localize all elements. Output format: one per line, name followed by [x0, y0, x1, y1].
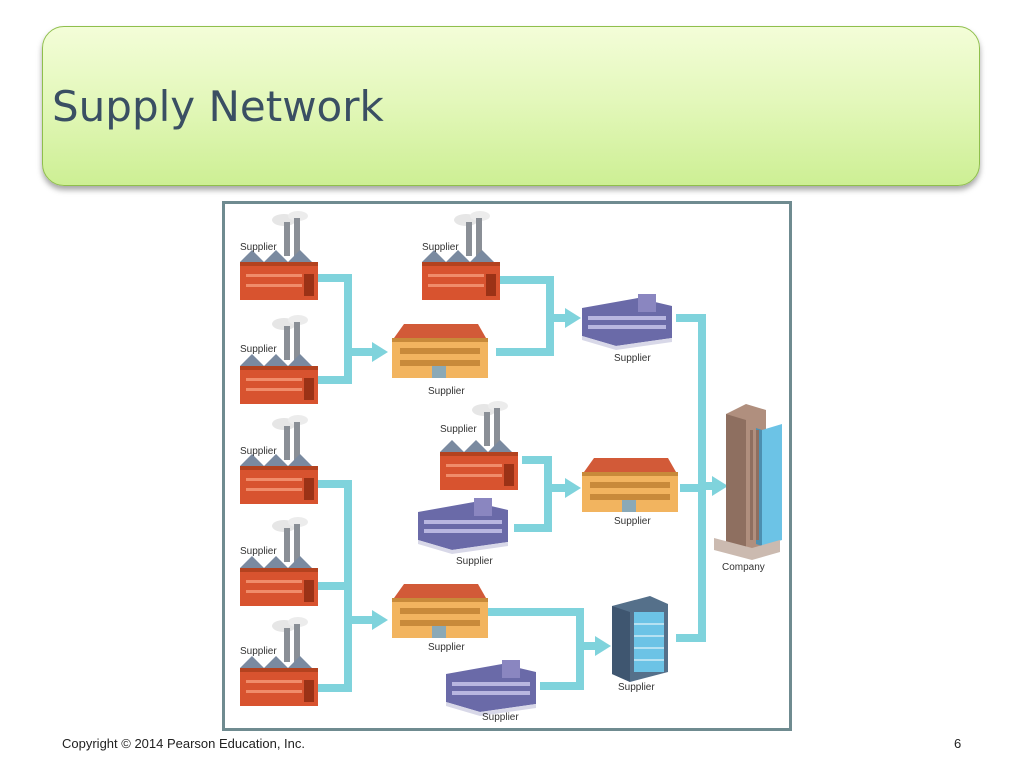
node-label: Supplier — [240, 242, 277, 253]
company-tower-icon — [714, 404, 782, 560]
node-label: Supplier — [614, 353, 651, 364]
office-building-icon — [418, 498, 508, 554]
office-building-icon — [446, 660, 536, 716]
slide-title: Supply Network — [52, 82, 384, 131]
factory-icon — [440, 401, 518, 490]
node-label: Supplier — [240, 646, 277, 657]
connector-mid — [514, 456, 552, 532]
node-label: Supplier — [482, 712, 519, 723]
warehouse-icon — [392, 584, 488, 638]
title-banner — [42, 26, 980, 186]
connector-top-mid — [496, 276, 554, 356]
office-building-icon — [582, 294, 672, 350]
factory-icon — [422, 211, 500, 300]
warehouse-icon — [392, 324, 488, 378]
warehouse-icon — [582, 458, 678, 512]
factory-icon — [240, 211, 318, 300]
node-label: Supplier — [456, 556, 493, 567]
copyright-footer: Copyright © 2014 Pearson Education, Inc. — [62, 736, 306, 751]
connector-top-left — [318, 274, 352, 384]
node-label: Supplier — [240, 446, 277, 457]
node-label: Supplier — [614, 516, 651, 527]
factory-icon — [240, 517, 318, 606]
node-label: Supplier — [240, 344, 277, 355]
page-number: 6 — [954, 736, 962, 751]
arrow-heads — [372, 308, 728, 656]
company-label: Company — [722, 562, 765, 573]
node-label: Supplier — [618, 682, 655, 693]
connector-right — [676, 314, 706, 642]
factory-icon — [240, 315, 318, 404]
node-label: Supplier — [440, 424, 477, 435]
flow-arrows — [318, 274, 712, 692]
node-label: Supplier — [428, 642, 465, 653]
glass-building-icon — [612, 596, 668, 682]
node-label: Supplier — [422, 242, 459, 253]
node-label: Supplier — [240, 546, 277, 557]
factory-icon — [240, 617, 318, 706]
node-label: Supplier — [428, 386, 465, 397]
factory-icon — [240, 415, 318, 504]
